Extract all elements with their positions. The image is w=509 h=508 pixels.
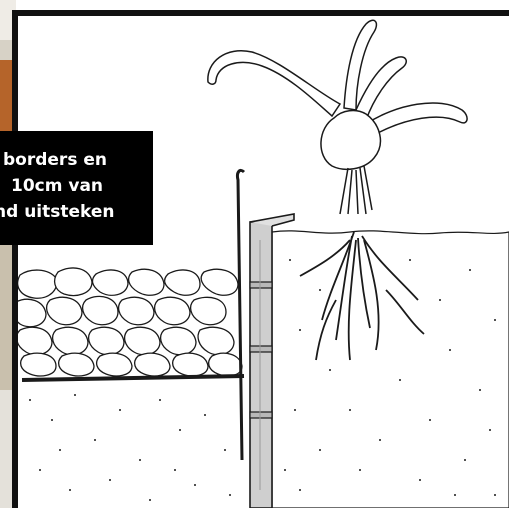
diagram-frame	[12, 10, 509, 508]
callout-line-2: 10cm van	[11, 176, 104, 196]
callout-line-1: borders en	[3, 150, 107, 170]
soil-right	[271, 230, 509, 508]
gravel-stones-icon	[14, 267, 243, 377]
soil-left	[14, 380, 246, 508]
callout-box: borders en 10cm van nd uitsteken	[0, 131, 153, 245]
callout-line-3: nd uitsteken	[0, 202, 115, 222]
gravel-base-line	[21, 374, 245, 382]
soil-speckles-icon	[29, 259, 496, 501]
roots-icon	[299, 231, 425, 361]
bulb-plant-icon	[207, 19, 468, 215]
lawn-edging-profile-icon	[236, 168, 295, 508]
